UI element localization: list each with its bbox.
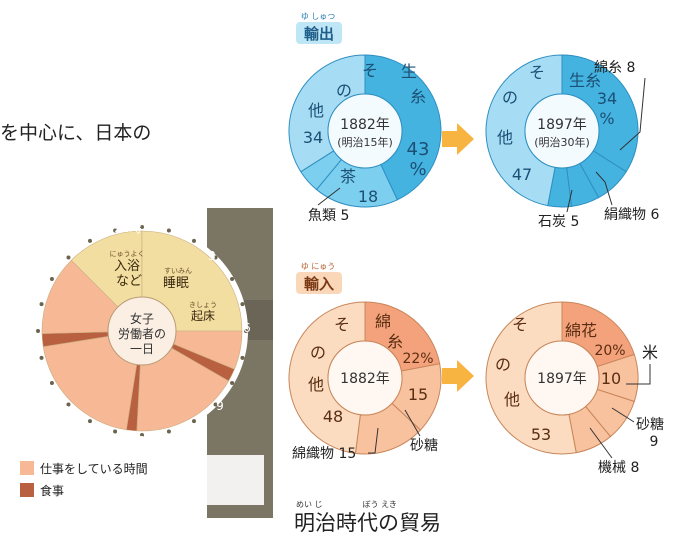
ex1897-silk-fabric-leader xyxy=(595,171,613,206)
ex1882-fish-leader xyxy=(317,187,341,206)
ex1897-label-coal: 石炭 5 xyxy=(538,214,579,230)
im1897-label-sugar: 砂糖 xyxy=(636,417,664,433)
im1882-label-yarn-value: 22% xyxy=(402,351,433,367)
ex1882-label-fish: 魚類 5 xyxy=(308,208,349,224)
im1897-sugar-leader xyxy=(611,407,635,423)
ex1882-label-silk-2: 糸 xyxy=(410,87,426,106)
donut-2-center xyxy=(327,340,403,416)
im1897-label-ta: 他 xyxy=(504,390,520,409)
donut-0-center-label-0: 1882年 xyxy=(340,117,390,133)
im1882-label-ta: 他 xyxy=(308,375,324,394)
export-arrow-icon xyxy=(442,123,474,155)
ex1882-label-tea: 茶 xyxy=(340,167,356,186)
im1897-machine-leader xyxy=(589,427,613,459)
im1882-label-sugar-value: 15 xyxy=(408,385,428,404)
ex1882-label-no-char: の xyxy=(336,81,352,100)
im1882-label-no: の xyxy=(310,343,326,362)
ex1897-label-ta: 他 xyxy=(497,128,513,147)
im1897-rice-leader xyxy=(626,364,651,385)
im1897-label-so: そ xyxy=(512,315,528,334)
ex1882-label-silk-pct: % xyxy=(409,159,426,180)
donut-0-center-label-1: (明治15年) xyxy=(337,135,393,149)
ex1897-cotton-leader xyxy=(619,77,646,151)
im1897-label-other-value: 53 xyxy=(531,425,551,444)
export-header: 輸出 xyxy=(304,25,334,43)
ex1897-label-silk-value: 34 xyxy=(597,89,617,108)
donut-charts: 1882年 (明治15年) 1897年 (明治30年) 1882年 1897年 xyxy=(288,54,639,455)
import-header-ruby: ゆ にゅう xyxy=(301,262,336,271)
ex1897-label-silk-pct: % xyxy=(599,109,614,128)
im1882-label-so: そ xyxy=(334,315,350,334)
ex1882-label-sonota-2: 他 xyxy=(308,101,324,120)
im1897-label-cotton: 綿花 xyxy=(565,321,597,340)
im1882-label-sugar: 砂糖 xyxy=(410,438,438,454)
im1897-label-machine: 機械 8 xyxy=(598,460,639,476)
export-header-ruby: ゆ しゅつ xyxy=(301,12,336,21)
im1882-label-yarn-2: 糸 xyxy=(387,332,403,351)
ex1882-label-silk-1: 生 xyxy=(401,62,417,81)
ex1897-label-other-value: 47 xyxy=(512,165,532,184)
ex1882-label-no: 34 xyxy=(303,128,323,147)
im1897-label-rice-value: 10 xyxy=(601,369,621,388)
donut-1-center xyxy=(524,93,600,169)
donut-0-center xyxy=(327,93,403,169)
im1897-label-no: の xyxy=(495,355,511,374)
ex1897-label-silk-fabric: 絹織物 6 xyxy=(604,207,659,223)
donut-1-center-label-1: (明治30年) xyxy=(534,135,590,149)
ex1897-coal-leader xyxy=(566,189,573,213)
ex1897-label-so: そ xyxy=(529,63,545,82)
im1882-fabric-leader xyxy=(368,427,379,454)
ex1897-label-silk: 生糸 xyxy=(569,71,601,90)
import-arrow-icon xyxy=(442,360,474,392)
im1882-sugar-leader xyxy=(404,409,421,437)
donut-3-center-label-0: 1897年 xyxy=(537,371,587,387)
footer-ruby: めい じ ぼう えき xyxy=(296,500,397,509)
export-header-box xyxy=(296,22,342,44)
intro-text: を中心に、日本の xyxy=(0,122,152,144)
import-header: 輸入 xyxy=(304,275,334,293)
footer-title: 明治時代の貿易 xyxy=(294,511,441,535)
donut-1-center-label-0: 1897年 xyxy=(537,117,587,133)
im1882-label-other-value: 48 xyxy=(323,407,343,426)
im1897-label-rice: 米 xyxy=(642,343,658,362)
ex1897-label-no: の xyxy=(502,88,518,107)
ex1897-label-cotton-yarn: 綿糸 8 xyxy=(594,60,635,76)
donut-2-center-label-0: 1882年 xyxy=(340,371,390,387)
im1897-label-cotton-value: 20% xyxy=(594,343,625,359)
im1882-label-yarn-1: 綿 xyxy=(375,312,391,331)
im1897-label-sugar-value: 9 xyxy=(650,434,659,450)
im1882-label-fabric: 綿織物 15 xyxy=(292,446,356,462)
ex1882-label-silk-value: 43 xyxy=(407,139,430,160)
donut-3-center xyxy=(524,340,600,416)
ex1882-label-sonota-1: そ xyxy=(362,61,378,80)
ex1882-label-tea-value: 18 xyxy=(358,187,378,206)
import-header-box xyxy=(296,272,342,294)
